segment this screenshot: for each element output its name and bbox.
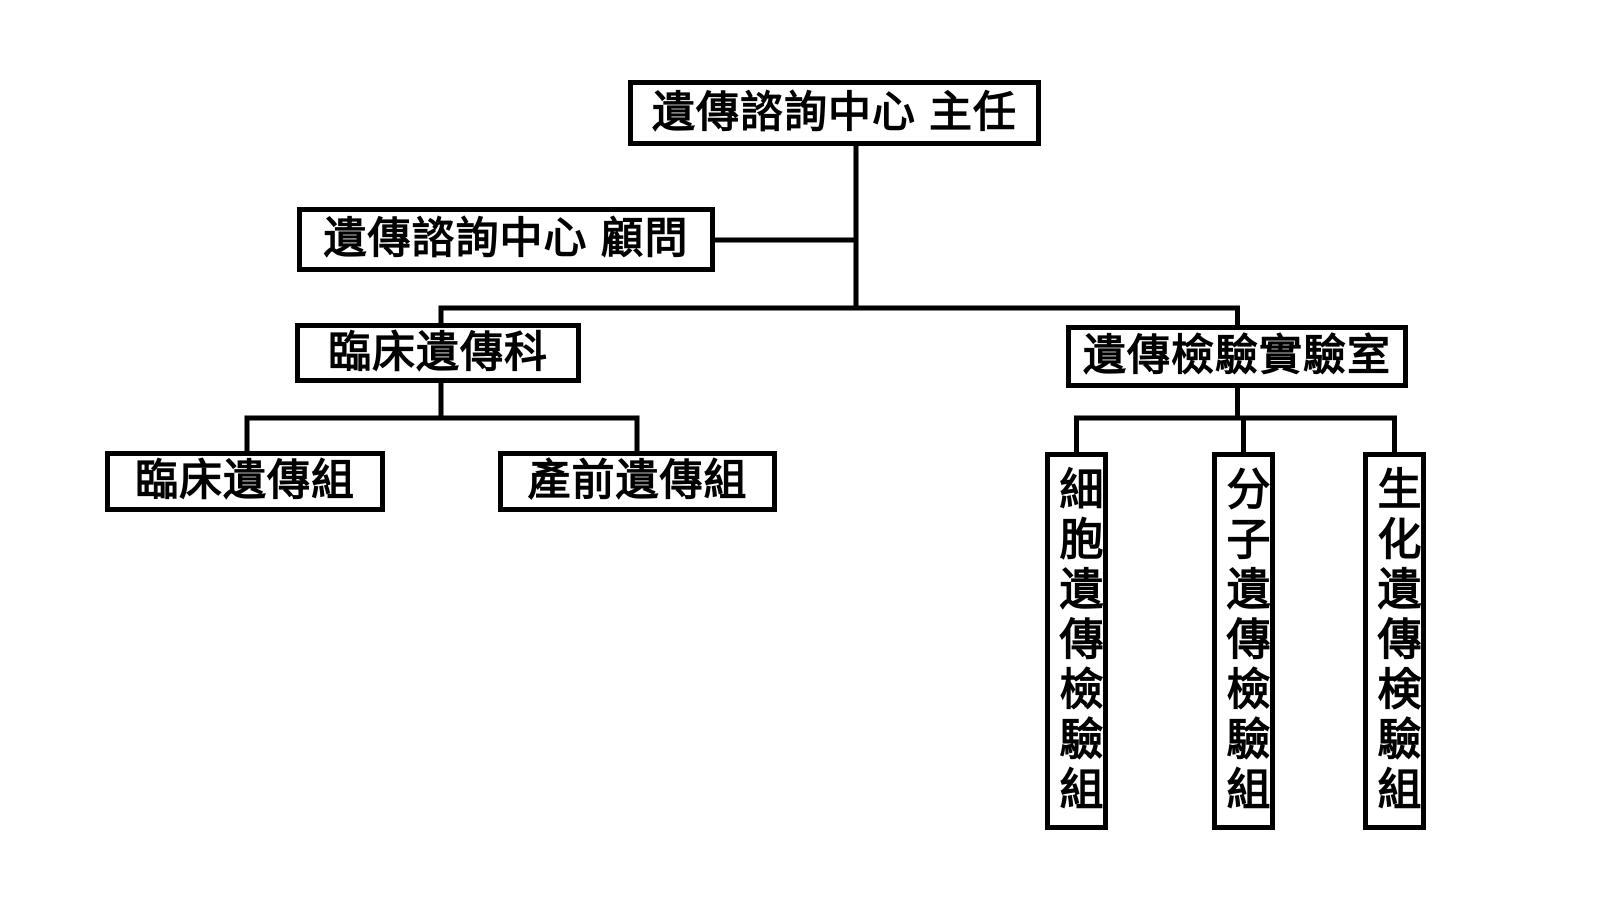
node-prenatal-genetics-group-label: 產前遺傳組 — [527, 457, 748, 505]
node-cytogenetics-testing-group-label: 細胞遺傳檢驗組 — [1052, 466, 1102, 816]
node-cytogenetics-testing-group: 細胞遺傳檢驗組 — [1045, 452, 1108, 830]
node-consultant: 遺傳諮詢中心 顧問 — [297, 207, 715, 272]
node-clinical-genetics-dept: 臨床遺傳科 — [295, 323, 581, 383]
node-genetic-testing-lab-label: 遺傳檢驗實驗室 — [1083, 332, 1391, 380]
node-clinical-genetics-group: 臨床遺傳組 — [105, 451, 385, 512]
node-prenatal-genetics-group: 產前遺傳組 — [498, 451, 777, 512]
node-clinical-genetics-dept-label: 臨床遺傳科 — [328, 328, 548, 377]
node-biochemical-genetics-testing-group-label: 生化遺傳検驗組 — [1370, 466, 1420, 816]
node-clinical-genetics-group-label: 臨床遺傳組 — [135, 457, 355, 505]
node-director: 遺傳諮詢中心 主任 — [628, 80, 1041, 146]
node-consultant-label: 遺傳諮詢中心 顧問 — [323, 215, 689, 263]
node-director-label: 遺傳諮詢中心 主任 — [652, 88, 1017, 137]
node-biochemical-genetics-testing-group: 生化遺傳検驗組 — [1363, 452, 1426, 830]
node-molecular-genetics-testing-group-label: 分子遺傳檢驗組 — [1219, 466, 1269, 816]
node-molecular-genetics-testing-group: 分子遺傳檢驗組 — [1212, 452, 1275, 830]
node-genetic-testing-lab: 遺傳檢驗實驗室 — [1066, 325, 1408, 388]
